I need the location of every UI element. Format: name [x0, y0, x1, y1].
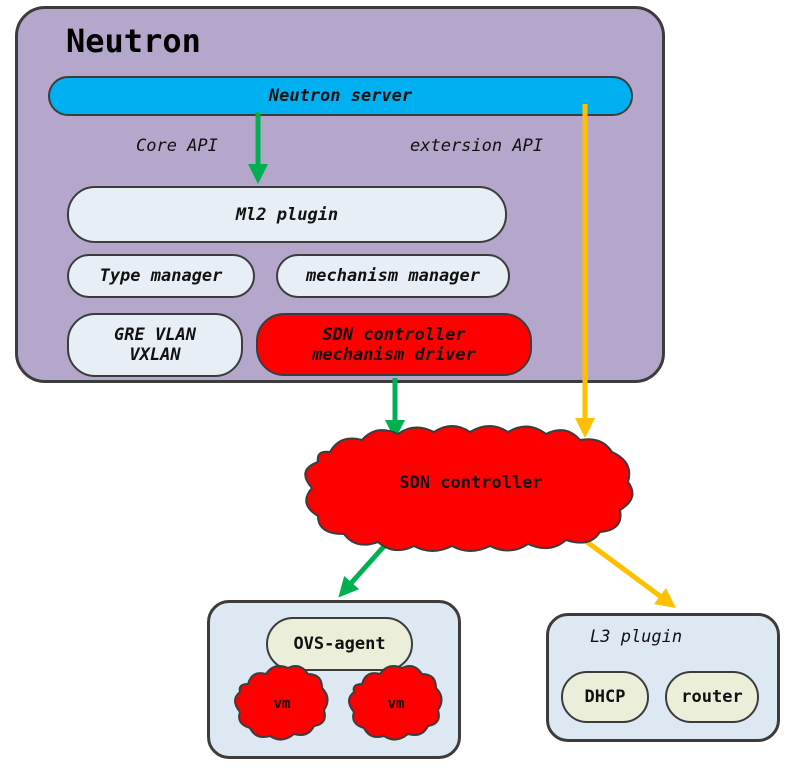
ovs-agent: OVS-agent	[266, 617, 413, 671]
vm-label: vm	[274, 696, 291, 712]
sdn-mechanism-driver: SDN controller mechanism driver	[256, 313, 532, 376]
neutron-server: Neutron server	[48, 76, 633, 116]
sdn-controller-cloud	[304, 425, 634, 552]
neutron-title: Neutron	[66, 22, 201, 60]
ml2-plugin: Ml2 plugin	[67, 186, 507, 243]
vm-label: vm	[388, 696, 405, 712]
sdn-controller-label: SDN controller	[399, 473, 542, 493]
router-agent: router	[665, 671, 759, 723]
type-manager: Type manager	[67, 254, 255, 298]
extension-api-label: extersion API	[410, 136, 544, 156]
dhcp-agent: DHCP	[561, 671, 649, 723]
vm-cloud	[348, 665, 443, 741]
mechanism-manager: mechanism manager	[276, 254, 510, 298]
l3-plugin-label: L3 plugin	[590, 627, 683, 647]
type-drivers: GRE VLAN VXLAN	[67, 313, 243, 377]
core-api-label: Core API	[136, 136, 218, 156]
vm-cloud	[234, 665, 329, 741]
